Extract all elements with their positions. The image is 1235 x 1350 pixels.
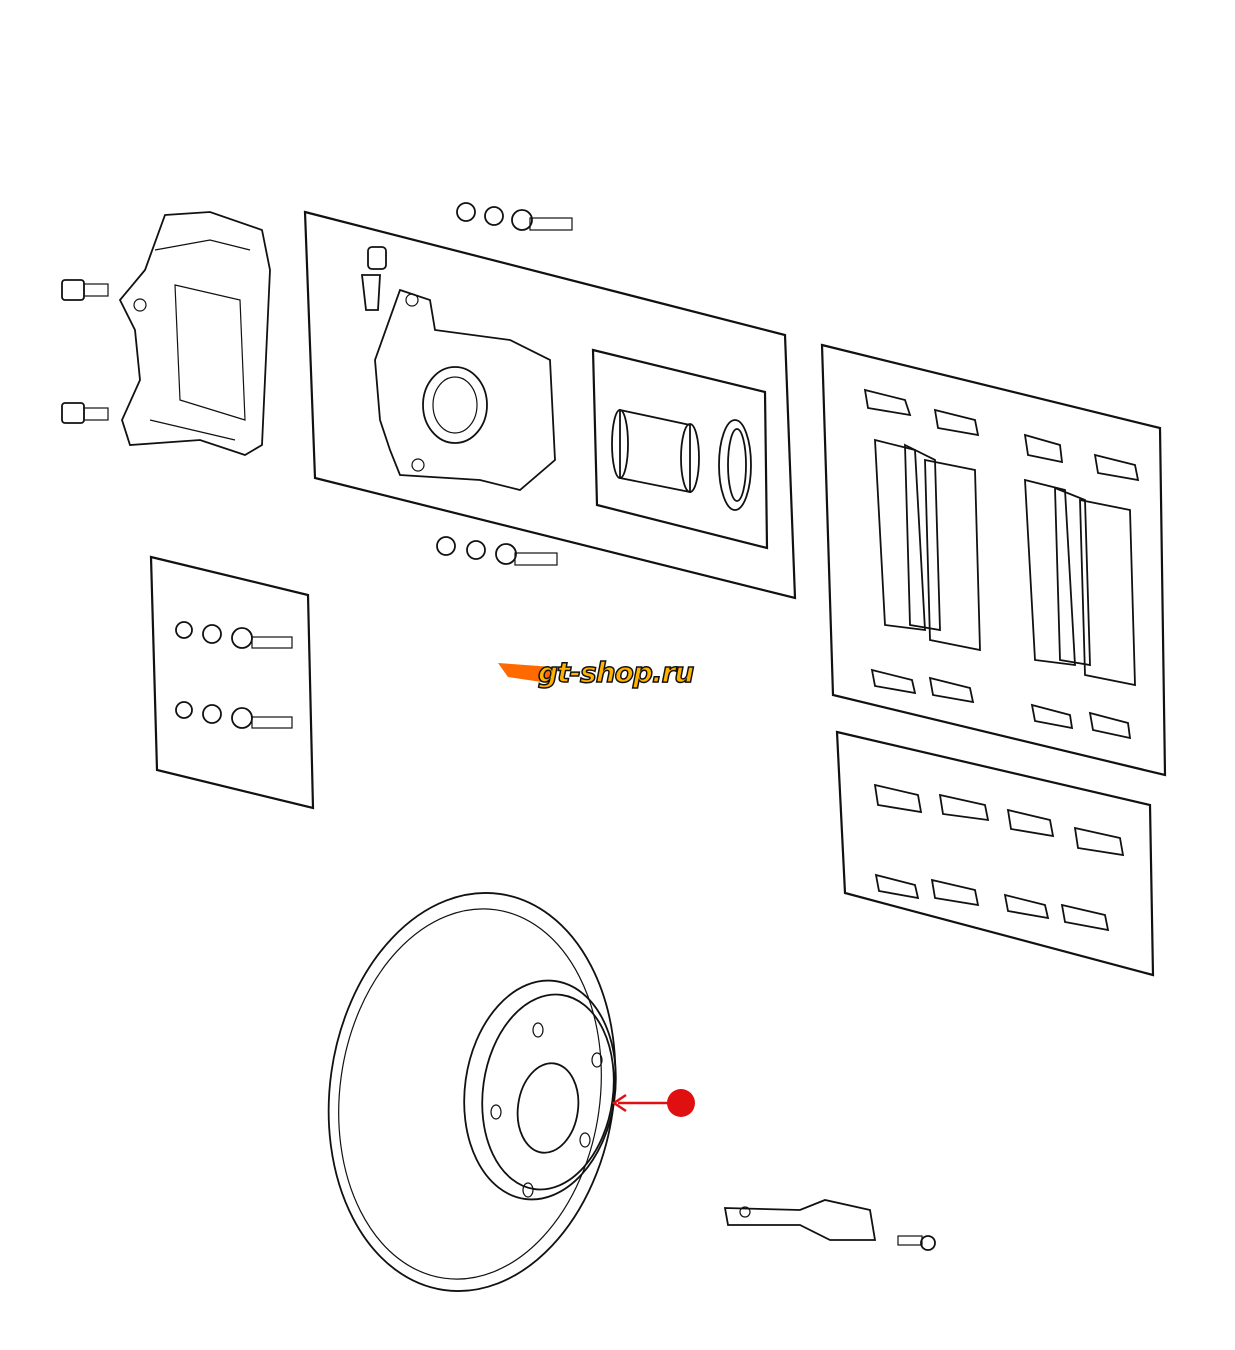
guide-pin-kit bbox=[175, 621, 293, 729]
brake-disc bbox=[327, 892, 617, 1292]
speed-streaks-icon bbox=[498, 663, 553, 683]
logo-text: gt-shop.ru bbox=[537, 655, 695, 690]
piston bbox=[611, 408, 700, 494]
arrow-head-icon bbox=[611, 1093, 627, 1113]
pad-clips-panel bbox=[835, 730, 1155, 977]
bleeder-screw bbox=[360, 246, 387, 311]
caliper bbox=[374, 288, 556, 491]
sensor-screw bbox=[897, 1235, 936, 1251]
piston-seal bbox=[718, 419, 752, 511]
brake-pads bbox=[874, 438, 1136, 687]
disc-marker bbox=[611, 1089, 695, 1117]
watermark-logo: gt-shop.ru bbox=[498, 655, 738, 691]
bracket-bolt bbox=[61, 279, 109, 424]
guide-pin-panel bbox=[149, 555, 315, 810]
wear-sensor bbox=[723, 1199, 877, 1241]
marker-dot bbox=[667, 1089, 695, 1117]
caliper-bracket bbox=[118, 211, 271, 456]
guide-pin-bottom bbox=[436, 536, 558, 566]
brake-pads-panel bbox=[820, 343, 1167, 777]
guide-pin-top bbox=[456, 202, 573, 231]
pad-clips bbox=[863, 388, 1140, 932]
